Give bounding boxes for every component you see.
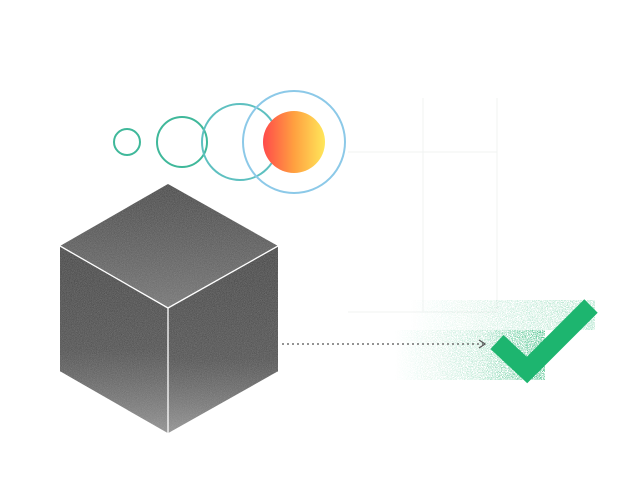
orb-icon <box>263 111 325 173</box>
dotted-arrow-icon <box>282 339 487 349</box>
small-ring-icon <box>113 128 141 156</box>
cube-icon <box>59 184 279 435</box>
medium-ring-icon <box>156 116 208 168</box>
checkmark-icon <box>490 299 598 384</box>
background-grid <box>348 98 498 313</box>
largest-ring-icon <box>242 90 346 194</box>
